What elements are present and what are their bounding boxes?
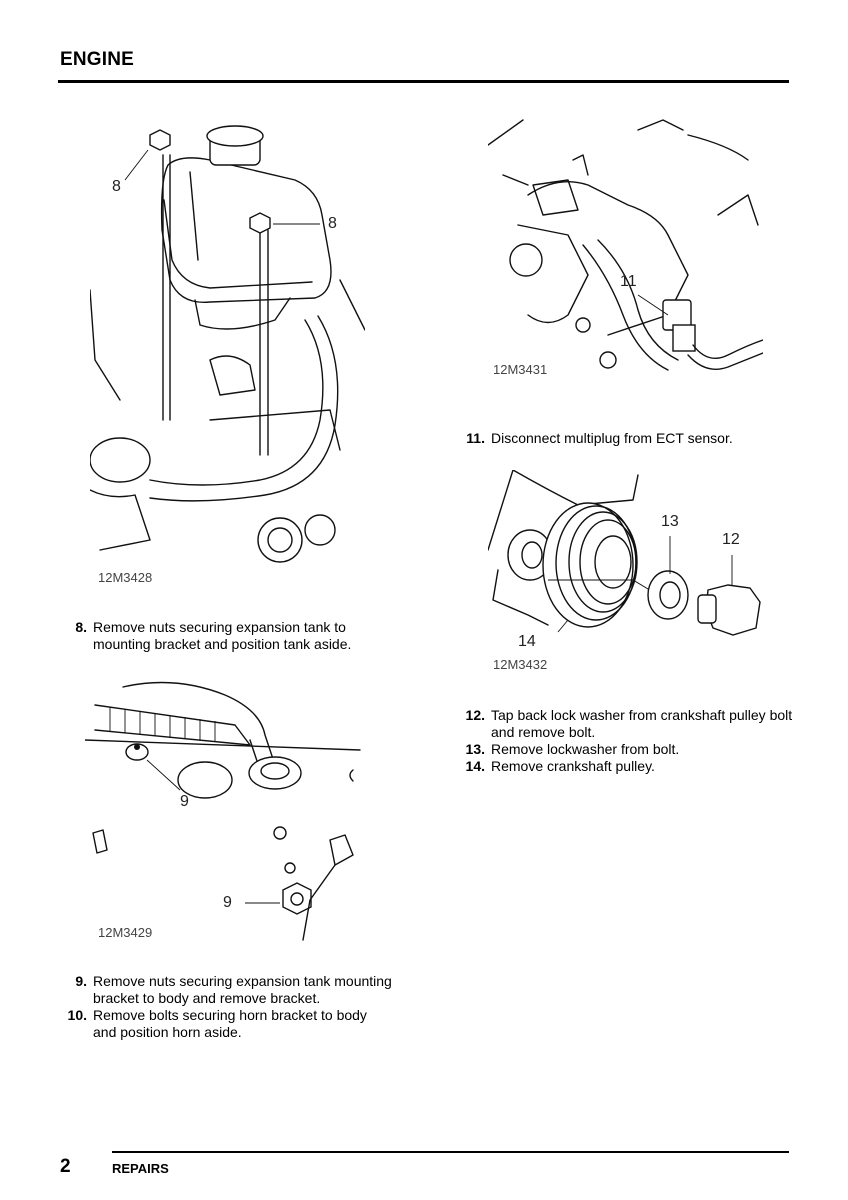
crankshaft-pulley-illustration [488,470,761,636]
step-number: 10. [67,1007,87,1023]
header-rule [58,80,789,83]
callout-13: 13 [661,513,679,530]
callout-14: 14 [518,633,536,650]
figure-code: 12M3432 [493,657,548,672]
step-item: 13. Remove lockwasher from bolt. [461,741,796,758]
step-number: 14. [465,758,485,774]
step-number: 11. [466,430,485,446]
step-number: 12. [465,707,485,723]
step-number: 13. [465,741,485,757]
callout-9: 9 [180,793,189,810]
steps-right-a: 11. Disconnect multiplug from ECT sensor… [461,430,791,447]
step-text: Remove lockwasher from bolt. [491,741,680,757]
step-text: Remove nuts securing expansion tank to m… [93,619,352,652]
footer-rule [112,1151,789,1153]
callout-8: 8 [328,215,337,232]
step-item: 14. Remove crankshaft pulley. [461,758,796,775]
step-text: Remove bolts securing horn bracket to bo… [93,1007,367,1040]
step-item: 12. Tap back lock washer from crankshaft… [461,707,796,741]
step-item: 11. Disconnect multiplug from ECT sensor… [461,430,791,447]
ect-sensor-illustration [488,119,763,371]
figure-bracket-nuts: 9 9 12M3429 [85,675,365,945]
callout-8: 8 [112,178,121,195]
bracket-nuts-illustration [85,681,361,941]
expansion-tank-illustration [90,125,365,563]
page-number: 2 [60,1156,71,1177]
figure-ect-sensor: 11 12M3431 [488,115,763,385]
steps-left-a: 8. Remove nuts securing expansion tank t… [63,619,363,653]
steps-left-b: 9. Remove nuts securing expansion tank m… [63,973,393,1041]
figure-crankshaft-pulley: 13 12 14 12M3432 [488,470,768,675]
callout-12: 12 [722,531,740,548]
step-item: 8. Remove nuts securing expansion tank t… [63,619,363,653]
step-text: Remove crankshaft pulley. [491,758,655,774]
footer-section-label: REPAIRS [112,1161,169,1176]
step-text: Disconnect multiplug from ECT sensor. [491,430,733,446]
step-item: 9. Remove nuts securing expansion tank m… [63,973,393,1007]
step-text: Remove nuts securing expansion tank moun… [93,973,392,1006]
page-title: ENGINE [60,49,135,70]
callout-11: 11 [620,273,637,290]
step-number: 8. [75,619,87,635]
figure-code: 12M3428 [98,570,153,585]
step-text: Tap back lock washer from crankshaft pul… [491,707,793,740]
callout-9: 9 [223,894,232,911]
step-number: 9. [75,973,87,989]
figure-expansion-tank: 8 8 12M3428 [90,120,365,585]
steps-right-b: 12. Tap back lock washer from crankshaft… [461,707,796,775]
step-item: 10. Remove bolts securing horn bracket t… [63,1007,393,1041]
figure-code: 12M3429 [98,925,153,940]
figure-code: 12M3431 [493,362,548,377]
